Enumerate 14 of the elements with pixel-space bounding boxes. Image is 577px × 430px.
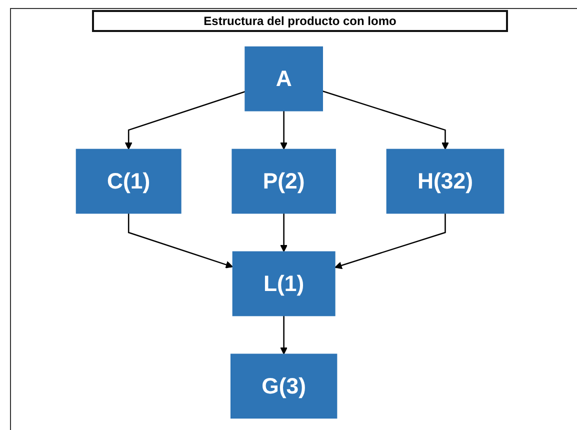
arrow — [280, 110, 288, 150]
node-box: G(3) — [230, 354, 338, 419]
node-box: C(1) — [76, 148, 182, 214]
arrow — [334, 213, 446, 270]
node-box: A — [244, 46, 323, 112]
arrow — [124, 91, 246, 150]
node-box: L(1) — [232, 251, 336, 316]
node-box: H(32) — [386, 148, 504, 214]
node-box: P(2) — [232, 148, 336, 214]
arrow — [280, 213, 288, 252]
arrow — [322, 90, 449, 150]
arrow — [128, 213, 234, 268]
arrow — [280, 316, 288, 354]
title: Estructura del producto con lomo — [92, 10, 508, 32]
